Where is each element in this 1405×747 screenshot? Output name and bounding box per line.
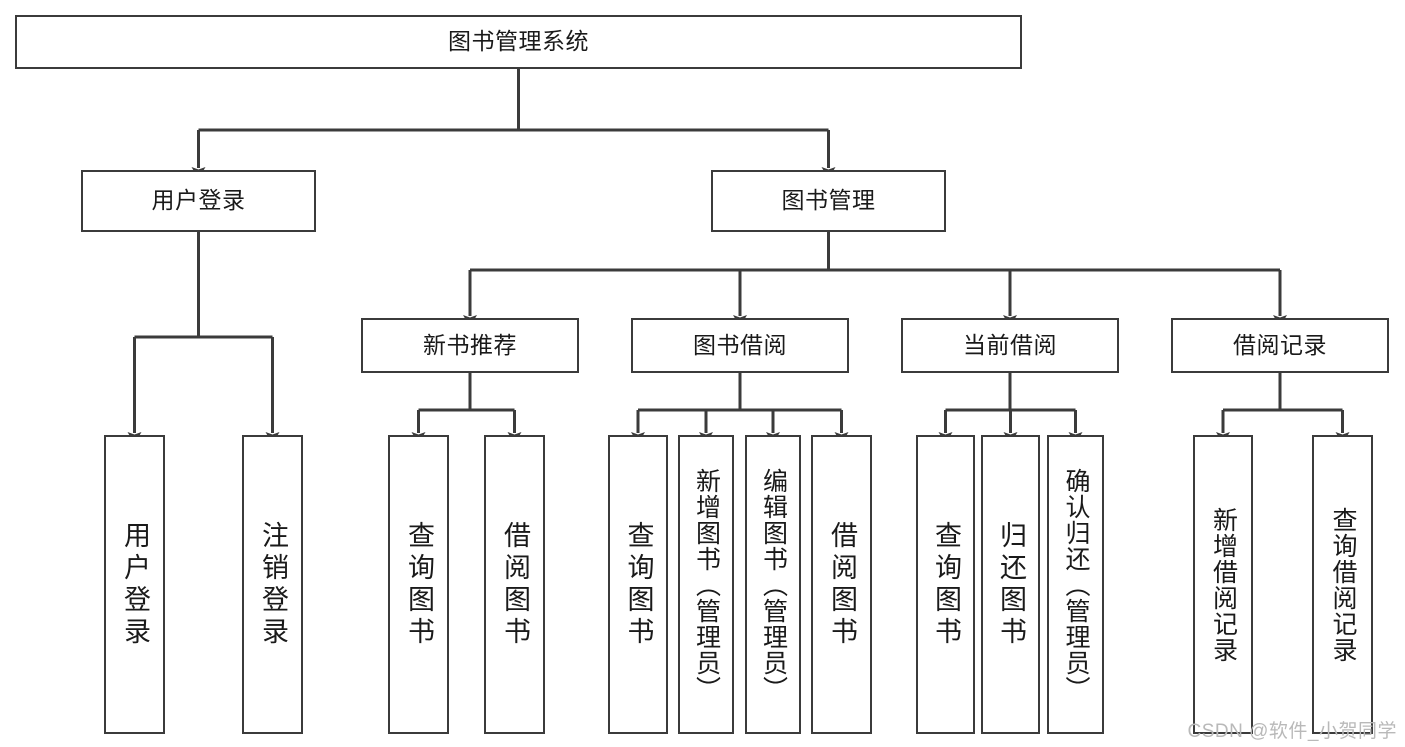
node-current-borrow-label: 当前借阅 (963, 331, 1057, 358)
node-leaf-user-login-label: 用户登录 (120, 520, 150, 649)
node-leaf-confirm-return-label: 确认归还（管理员） (1062, 467, 1090, 702)
node-leaf-borrow-book-1[interactable]: 借阅图书 (484, 435, 545, 734)
node-leaf-query-borrow-record[interactable]: 查询借阅记录 (1312, 435, 1373, 734)
node-leaf-query-book-3-label: 查询图书 (931, 520, 961, 649)
node-leaf-add-book-label: 新增图书（管理员） (692, 467, 721, 702)
node-leaf-edit-book-label: 编辑图书（管理员） (759, 467, 788, 702)
connector-group (127, 69, 1350, 444)
node-leaf-borrow-book-2-label: 借阅图书 (827, 520, 857, 649)
node-leaf-return-book[interactable]: 归还图书 (981, 435, 1040, 734)
node-user-login-label: 用户登录 (151, 187, 246, 214)
node-leaf-add-book[interactable]: 新增图书（管理员） (678, 435, 734, 734)
node-leaf-return-book-label: 归还图书 (996, 520, 1026, 649)
node-leaf-add-borrow-record-label: 新增借阅记录 (1209, 506, 1238, 663)
node-root-label: 图书管理系统 (448, 28, 589, 55)
node-root-book-management-system[interactable]: 图书管理系统 (15, 15, 1022, 69)
node-leaf-borrow-book-1-label: 借阅图书 (500, 520, 530, 649)
node-current-borrow[interactable]: 当前借阅 (901, 318, 1119, 373)
node-user-login[interactable]: 用户登录 (81, 170, 316, 232)
node-leaf-query-book-2-label: 查询图书 (623, 520, 654, 649)
node-book-borrow[interactable]: 图书借阅 (631, 318, 849, 373)
node-borrow-record-label: 借阅记录 (1233, 331, 1327, 358)
node-leaf-borrow-book-2[interactable]: 借阅图书 (811, 435, 872, 734)
node-leaf-query-book-1-label: 查询图书 (404, 520, 434, 649)
node-leaf-edit-book[interactable]: 编辑图书（管理员） (745, 435, 801, 734)
node-leaf-user-login[interactable]: 用户登录 (104, 435, 165, 734)
node-leaf-query-book-1[interactable]: 查询图书 (388, 435, 449, 734)
node-book-management[interactable]: 图书管理 (711, 170, 946, 232)
node-leaf-confirm-return[interactable]: 确认归还（管理员） (1047, 435, 1104, 734)
node-new-book-recommend-label: 新书推荐 (423, 331, 517, 358)
node-book-management-label: 图书管理 (781, 187, 876, 214)
node-new-book-recommend[interactable]: 新书推荐 (361, 318, 579, 373)
node-leaf-logout-login-label: 注销登录 (258, 520, 288, 649)
node-book-borrow-label: 图书借阅 (693, 331, 787, 358)
node-leaf-add-borrow-record[interactable]: 新增借阅记录 (1193, 435, 1253, 734)
node-borrow-record[interactable]: 借阅记录 (1171, 318, 1389, 373)
node-leaf-logout-login[interactable]: 注销登录 (242, 435, 303, 734)
node-leaf-query-book-2[interactable]: 查询图书 (608, 435, 668, 734)
node-leaf-query-book-3[interactable]: 查询图书 (916, 435, 975, 734)
node-leaf-query-borrow-record-label: 查询借阅记录 (1329, 506, 1357, 663)
